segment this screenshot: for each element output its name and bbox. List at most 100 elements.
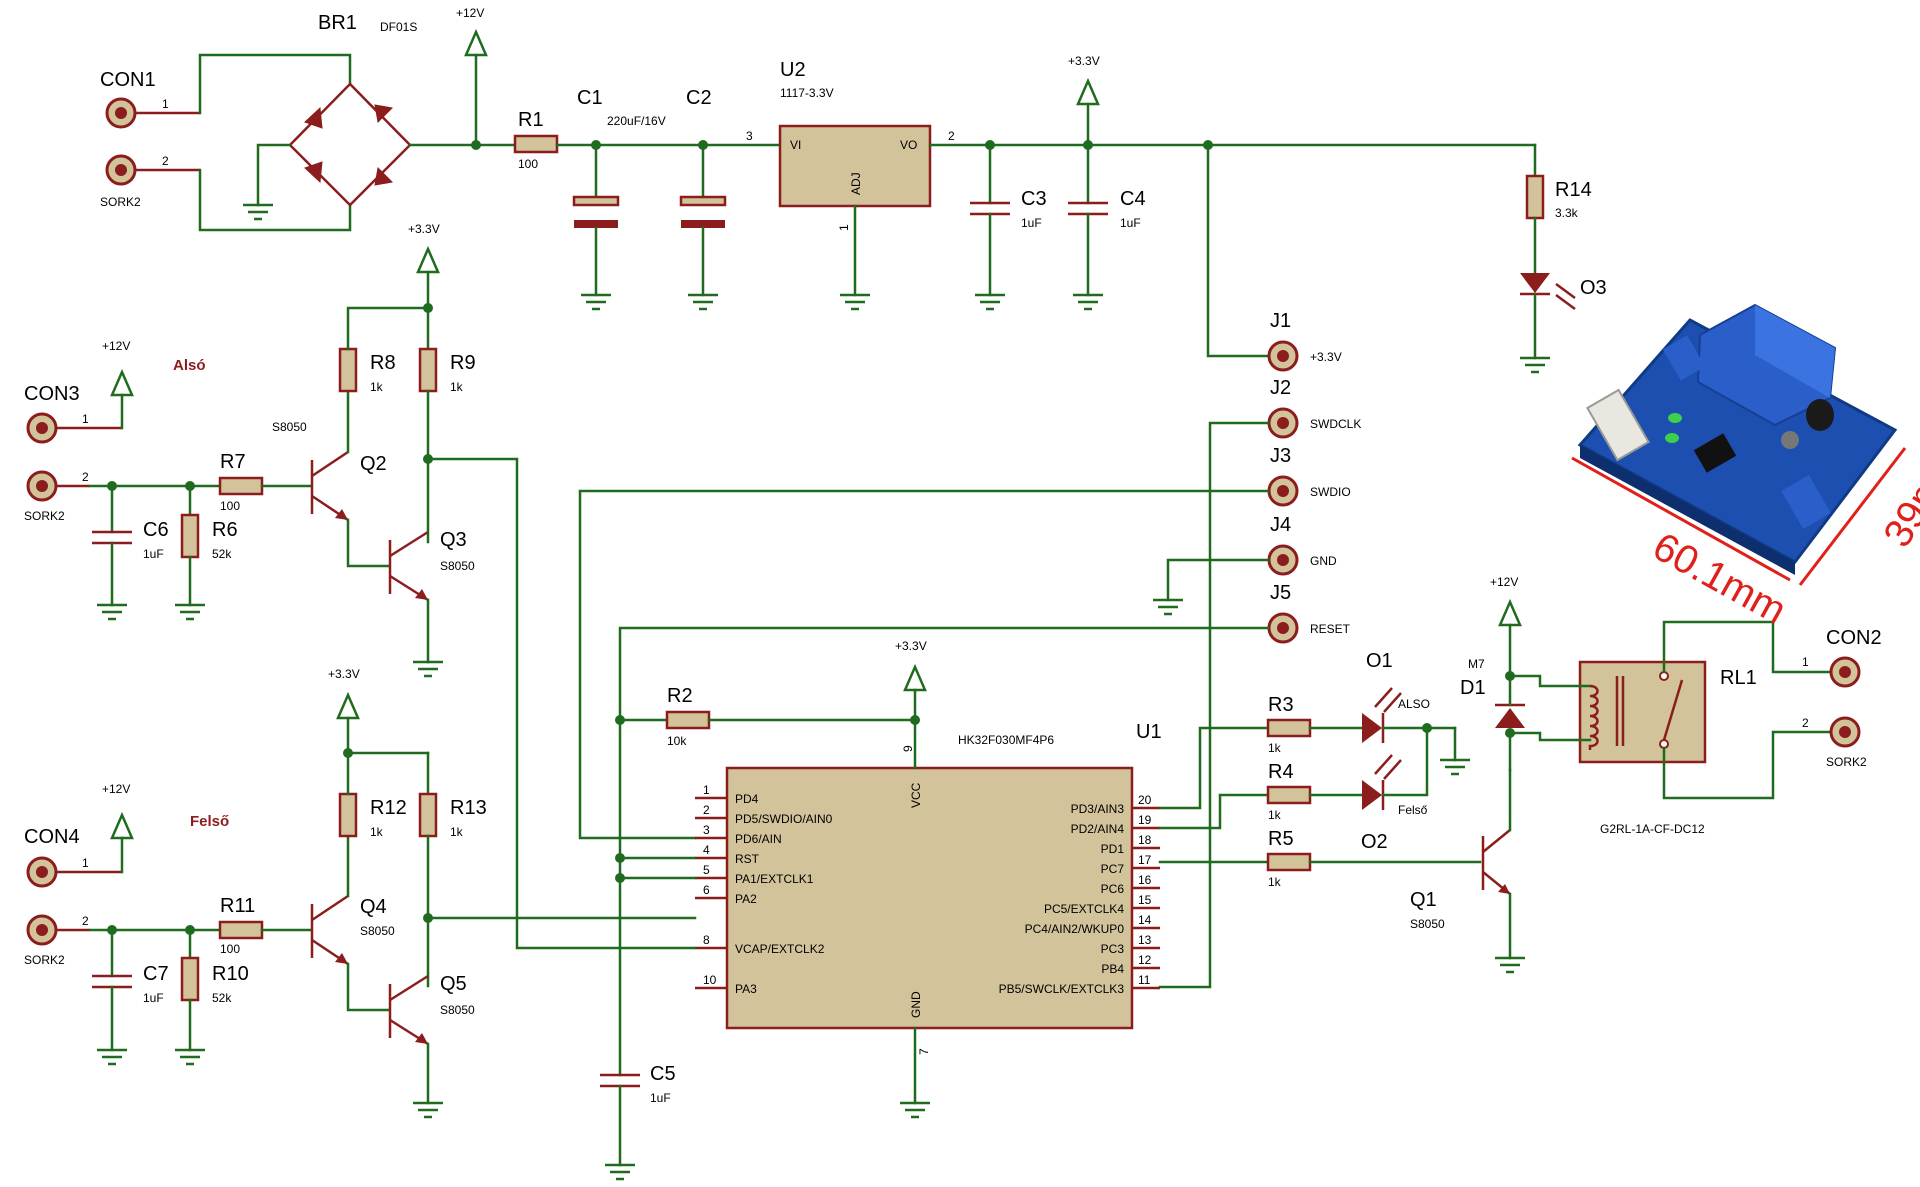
mcu-pin-name: PD1	[1101, 842, 1125, 856]
r9-body	[418, 347, 438, 393]
height-dimension-label: 39mm	[1875, 437, 1920, 555]
con2-ref: CON2	[1826, 627, 1882, 649]
c7-value: 1uF	[143, 991, 164, 1005]
height-dimension-line	[1798, 447, 1907, 586]
felso-led-label: Felső	[1398, 803, 1428, 817]
header-section: J1 +3.3V J2 SWDCLK J3 SWDIO J4 GND J5 RE…	[578, 143, 1361, 1077]
r3-ref: R3	[1268, 694, 1294, 716]
con3-sub: SORK2	[24, 509, 65, 523]
r6-ref: R6	[212, 519, 238, 541]
mcu-pin-number: 18	[1138, 833, 1152, 847]
r9-value: 1k	[450, 380, 464, 394]
c1-value: 220uF/16V	[607, 114, 666, 128]
mcu-pin-name: RST	[735, 852, 760, 866]
v12-power-arrow	[464, 28, 488, 57]
v12-label-top: +12V	[456, 6, 484, 20]
module-photo	[1571, 303, 1907, 586]
pcb-board-edge	[1580, 445, 1795, 575]
c3-ref: C3	[1021, 188, 1047, 210]
mcu-pin-name: PC6	[1101, 882, 1125, 896]
mcu-pin-name: PD3/AIN3	[1071, 802, 1125, 816]
r5-body	[1266, 852, 1312, 872]
mcu-pin-name: PC7	[1101, 862, 1125, 876]
mcu-left-pins: 1PD42PD5/SWDIO/AIN03PD6/AIN4RST5PA1/EXTC…	[695, 783, 833, 996]
r4-value: 1k	[1268, 808, 1282, 822]
con4-sub: SORK2	[24, 953, 65, 967]
con2-pin2-num: 2	[1802, 716, 1809, 730]
r9-ref: R9	[450, 352, 476, 374]
c6-ref: C6	[143, 519, 169, 541]
bridge-diode-4	[374, 166, 394, 186]
d1-ref: D1	[1460, 677, 1486, 699]
v33-label-mcu: +3.3V	[895, 639, 927, 653]
ic-chip-photo	[1693, 433, 1737, 473]
j5-net: RESET	[1310, 622, 1351, 636]
c1-ref: C1	[577, 87, 603, 109]
c4-ref: C4	[1120, 188, 1146, 210]
ground-symbol	[243, 203, 273, 221]
q4-value: S8050	[360, 924, 395, 938]
br1-value: DF01S	[380, 20, 417, 34]
r3-body	[1266, 718, 1312, 738]
mcu-pin-number: 20	[1138, 793, 1152, 807]
mcu-pin-number: 10	[703, 973, 717, 987]
mcu-pin-number: 6	[703, 883, 710, 897]
con1-sub: SORK2	[100, 195, 141, 209]
v33-power-arrow-upper	[336, 691, 360, 720]
mcu-pin-number: 16	[1138, 873, 1152, 887]
d1-value: M7	[1468, 657, 1485, 671]
u1-gnd-pin: 7	[917, 1048, 931, 1055]
o3-led-triangle	[1520, 273, 1550, 293]
relay-coil	[1588, 684, 1599, 750]
mcu-pin-name: PA2	[735, 892, 757, 906]
con4-pin2-num: 2	[82, 914, 89, 928]
j2-ref: J2	[1270, 377, 1291, 399]
c5-value: 1uF	[650, 1091, 671, 1105]
con3-pin2-num: 2	[82, 470, 89, 484]
v12-power-arrow-con3	[110, 368, 134, 397]
r14-body	[1525, 174, 1545, 220]
mcu-pin-name: PC3	[1101, 942, 1125, 956]
u1-vcc-pin: 9	[901, 745, 915, 752]
o1-ref: O1	[1366, 650, 1393, 672]
input-section: CON1 SORK2 1 2 BR1 DF01S +12V R1 100	[100, 6, 1607, 374]
r13-ref: R13	[450, 797, 487, 819]
j2-net: SWDCLK	[1310, 417, 1361, 431]
r12-body	[338, 792, 358, 838]
r5-value: 1k	[1268, 875, 1282, 889]
v33-label-upper: +3.3V	[328, 667, 360, 681]
mcu-pin-name: VCAP/EXTCLK2	[735, 942, 825, 956]
j4-net: GND	[1310, 554, 1337, 568]
j4-ref: J4	[1270, 514, 1291, 536]
r2-body	[665, 710, 711, 730]
mcu-pin-number: 13	[1138, 933, 1152, 947]
v12-label-con3: +12V	[102, 339, 130, 353]
u1-ref: U1	[1136, 721, 1162, 743]
mcu-pin-name: PA1/EXTCLK1	[735, 872, 814, 886]
mcu-section: U1 HK32F030MF4P6 VCC GND 9 7 +3.3V R2 10…	[600, 639, 1162, 1181]
r6-body	[180, 513, 200, 559]
con1-ref: CON1	[100, 69, 156, 91]
r10-value: 52k	[212, 991, 232, 1005]
rl1-ref: RL1	[1720, 667, 1757, 689]
con4-ref: CON4	[24, 826, 80, 848]
rl1-relay-body	[1578, 660, 1707, 764]
r8-body	[338, 347, 358, 393]
r8-ref: R8	[370, 352, 396, 374]
width-dimension-line	[1571, 456, 1791, 582]
r4-ref: R4	[1268, 761, 1294, 783]
c3-value: 1uF	[1021, 216, 1042, 230]
v33-label-lower: +3.3V	[408, 222, 440, 236]
j5-ref: J5	[1270, 582, 1291, 604]
r11-ref: R11	[220, 895, 255, 917]
v12-label-relay: +12V	[1490, 575, 1518, 589]
mcu-pin-name: PB5/SWCLK/EXTCLK3	[999, 982, 1125, 996]
mcu-pin-number: 4	[703, 843, 710, 857]
q5-ref: Q5	[440, 973, 467, 995]
v33-power-arrow	[1076, 77, 1100, 106]
upper-group-label: Felső	[190, 813, 229, 830]
capacitor-photo-2	[1781, 431, 1799, 449]
con3-pin1-num: 1	[82, 412, 89, 426]
con1-pin1-num: 1	[162, 97, 169, 111]
q1-value: S8050	[1410, 917, 1445, 931]
